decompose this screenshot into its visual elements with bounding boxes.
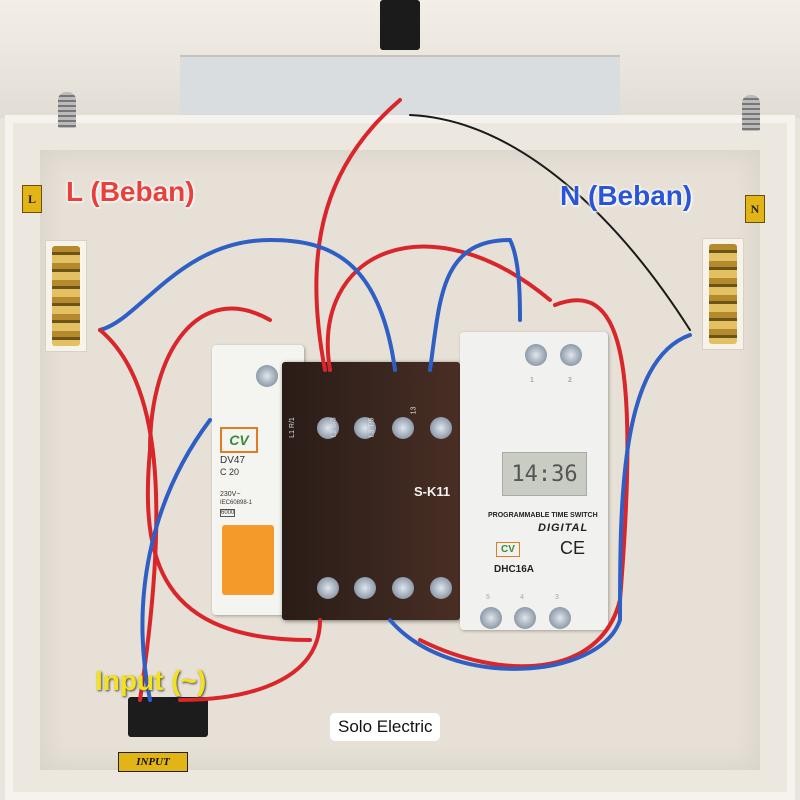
mcb-voltage: 230V~ bbox=[220, 491, 241, 498]
wire-blue bbox=[140, 418, 212, 702]
terminal-label: 1 bbox=[530, 377, 534, 384]
mcb-model: DV47 bbox=[220, 455, 246, 466]
mcb-brand-logo: CV bbox=[220, 427, 258, 453]
input-sticker: INPUT bbox=[118, 752, 188, 772]
terminal-label: 3 bbox=[555, 594, 559, 601]
mcb-standard: IEC60898-1 bbox=[220, 500, 253, 506]
wire-blue bbox=[98, 237, 397, 372]
wire-black bbox=[409, 114, 691, 331]
screw-right bbox=[742, 95, 760, 131]
timer-display: 14:36 bbox=[502, 452, 587, 496]
wire-red bbox=[145, 306, 312, 642]
timer-model: DHC16A bbox=[494, 564, 535, 575]
timer-title: PROGRAMMABLE TIME SWITCH bbox=[488, 512, 598, 519]
load-neutral-label: N (Beban) bbox=[560, 180, 693, 211]
wire-red bbox=[325, 244, 552, 372]
mcb-rating: C 20 bbox=[220, 467, 240, 477]
line-busbar bbox=[45, 240, 87, 352]
wire-red bbox=[178, 618, 322, 702]
load-line-label: L (Beban) bbox=[66, 176, 195, 207]
input-label: Input (~) bbox=[95, 665, 207, 696]
contactor-model: S-K11 bbox=[414, 484, 451, 499]
input-terminal-block bbox=[128, 697, 208, 737]
wire-red bbox=[314, 98, 402, 372]
lid-window bbox=[180, 55, 620, 117]
mcb-top-terminal bbox=[256, 365, 278, 387]
contactor: L1 R/1 L2 S/3 L3 T/5 13 S-K11 bbox=[282, 362, 460, 620]
screw-left bbox=[58, 92, 76, 128]
wire-red bbox=[418, 298, 630, 669]
line-sticker: L bbox=[22, 185, 42, 213]
terminal-label: 4 bbox=[520, 594, 524, 601]
wire-red bbox=[98, 328, 159, 702]
neutral-sticker: N bbox=[745, 195, 765, 223]
mcb-toggle[interactable] bbox=[222, 525, 274, 595]
watermark-label: Solo Electric bbox=[330, 713, 441, 741]
timer-brand-logo: CV bbox=[496, 542, 520, 557]
terminal-label: 5 bbox=[486, 594, 490, 601]
timer-subtitle: DIGITAL bbox=[538, 522, 589, 534]
neutral-busbar bbox=[702, 238, 744, 350]
ce-mark: CE bbox=[560, 538, 586, 558]
mcb-breaking: 6000 bbox=[220, 509, 236, 517]
wire-blue bbox=[388, 333, 692, 671]
terminal-label: 2 bbox=[568, 377, 572, 384]
lid-clip bbox=[380, 0, 420, 50]
wire-blue bbox=[428, 237, 522, 372]
digital-time-switch: 1 2 14:36 PROGRAMMABLE TIME SWITCH DIGIT… bbox=[460, 332, 608, 630]
